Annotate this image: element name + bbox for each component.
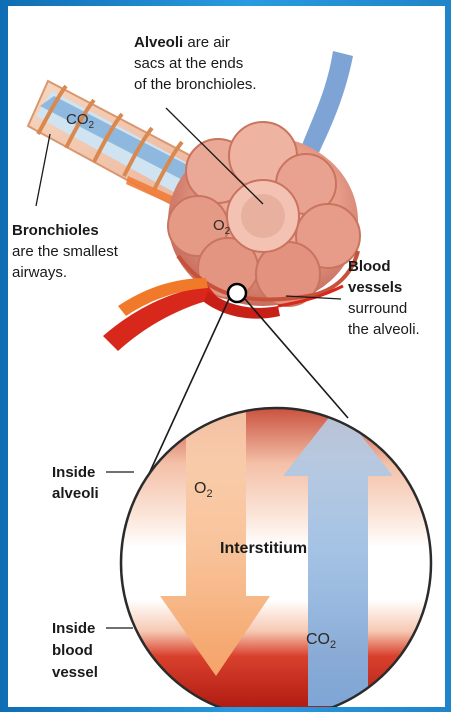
alveoli-caption: Alveoli are air sacs at the ends of the … bbox=[134, 32, 257, 95]
bronchioles-caption: Bronchioles are the smallest airways. bbox=[12, 220, 118, 283]
inside-blood-vessel-label: Inside blood vessel bbox=[52, 618, 98, 684]
blood-vessels-caption: Blood vessels surround the alveoli. bbox=[348, 256, 420, 340]
bronchioles-callout-line bbox=[36, 134, 50, 206]
inside-alveoli-label: Inside alveoli bbox=[52, 462, 99, 504]
zoom-marker bbox=[228, 284, 246, 302]
interstitium-label: Interstitium bbox=[220, 540, 307, 557]
diagram-illustration: CO2 O2 O2 CO2 Interstitium bbox=[8, 6, 445, 707]
diagram-panel: CO2 O2 O2 CO2 Interstitium Alveoli are a… bbox=[8, 6, 445, 707]
